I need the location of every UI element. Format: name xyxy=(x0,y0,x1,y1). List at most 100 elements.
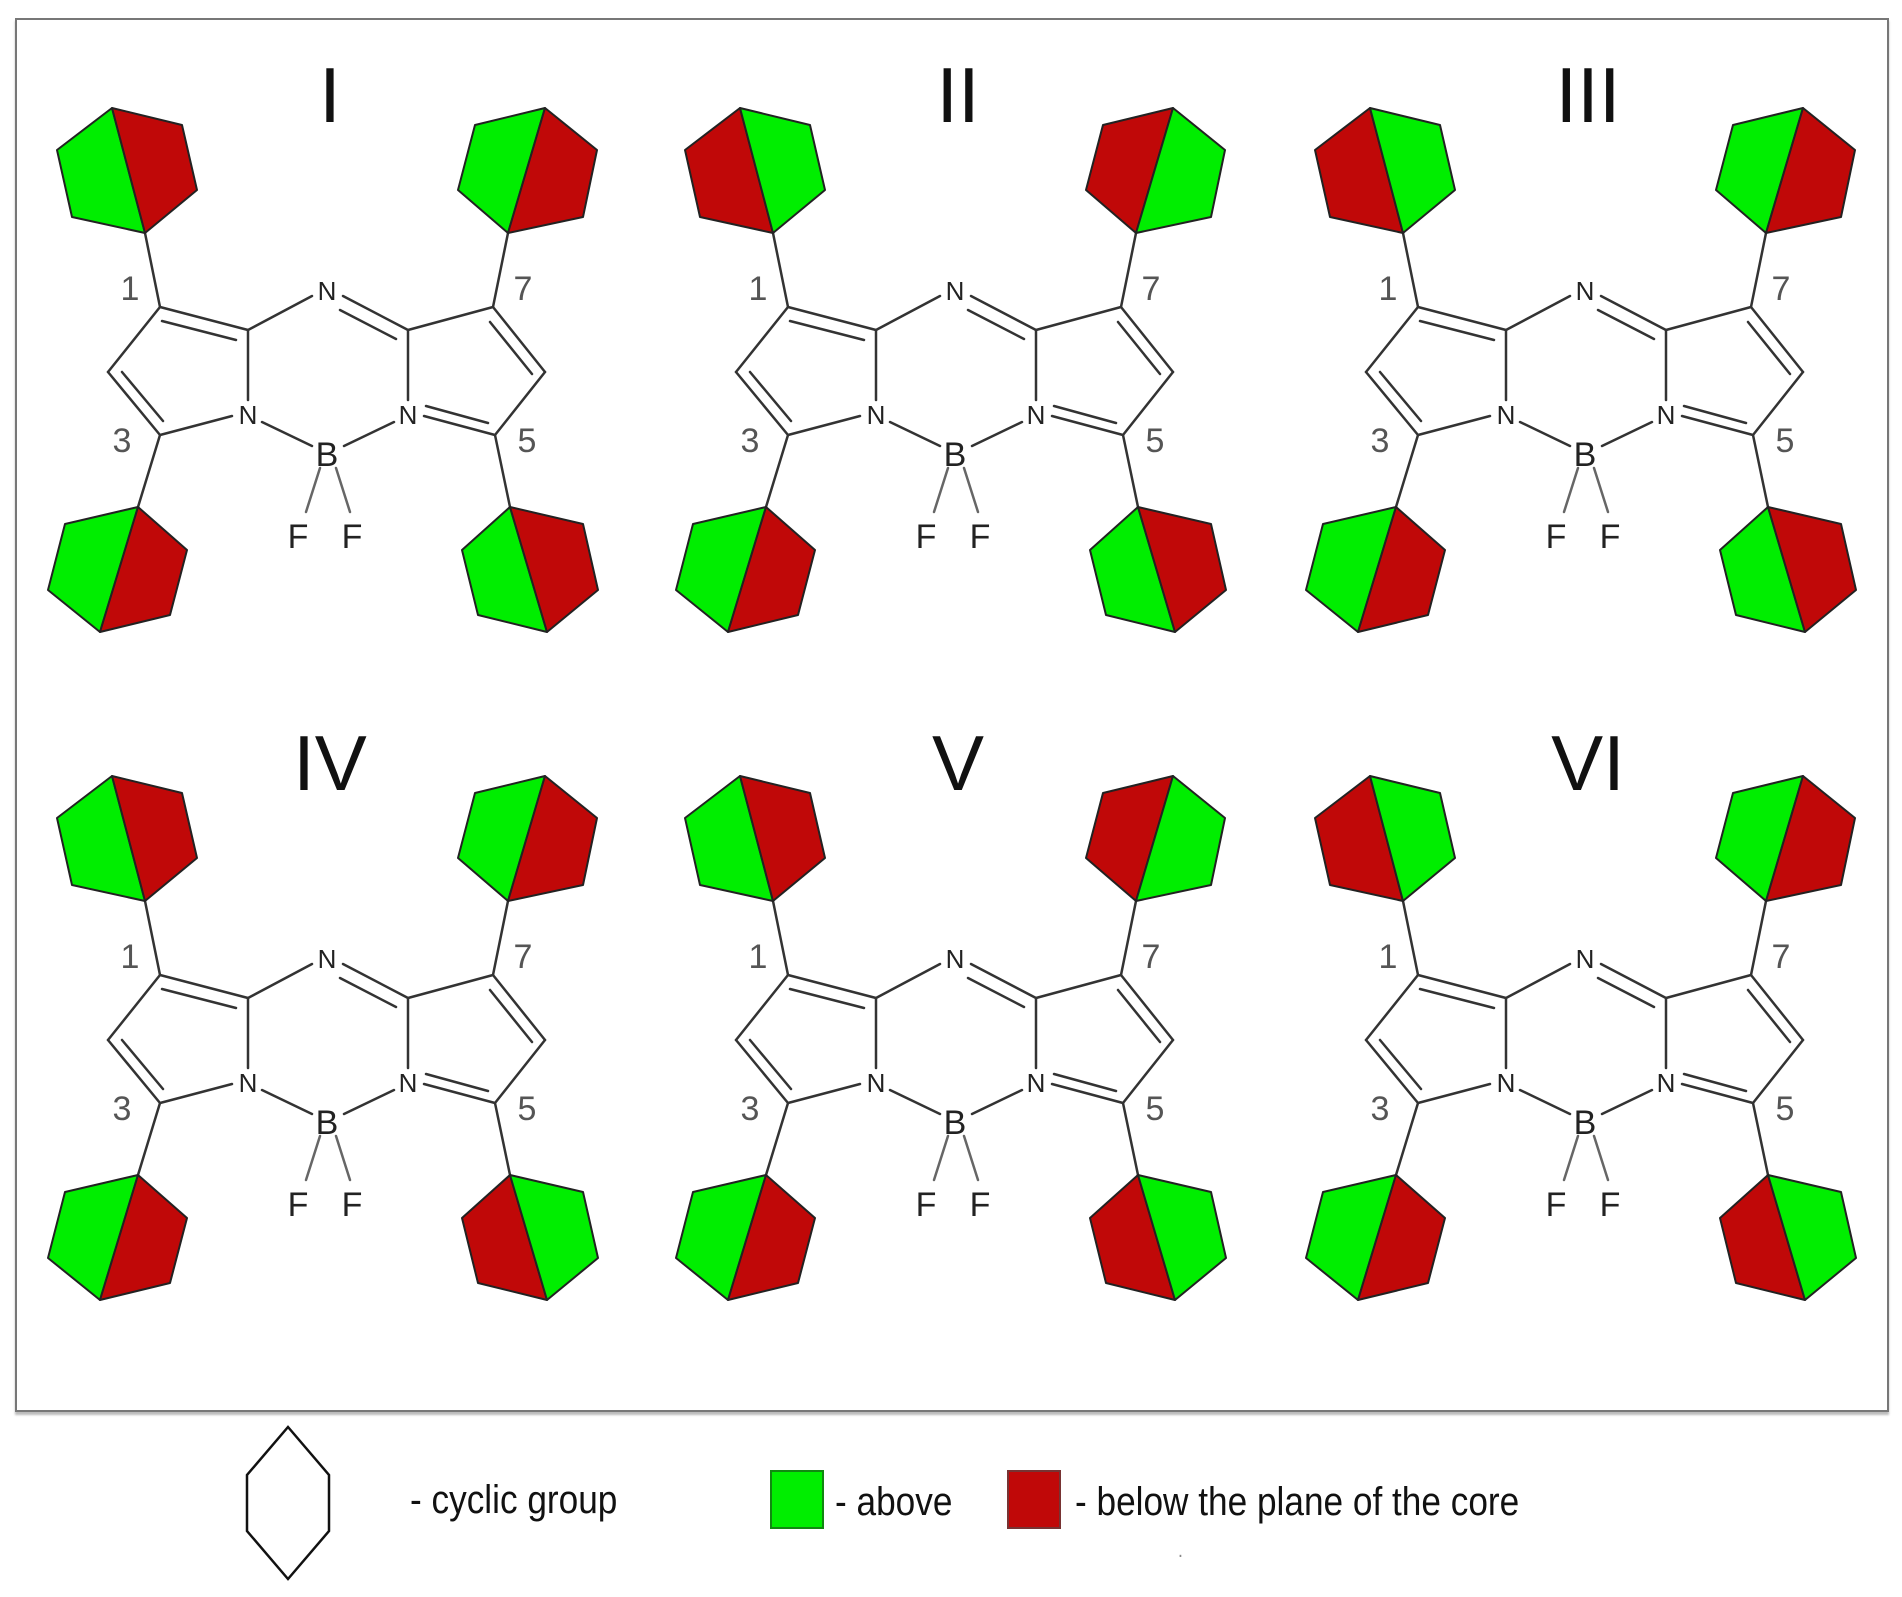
atom-label: N xyxy=(318,276,337,306)
atom-label: N xyxy=(1576,944,1595,974)
atom-label: N xyxy=(399,400,418,430)
legend-above-label: - above xyxy=(835,1480,953,1524)
panel-title: I xyxy=(319,51,341,139)
cyclic-group-pos7 xyxy=(1085,107,1226,234)
atom-label: F xyxy=(1546,518,1567,556)
atom-label: N xyxy=(1027,1068,1046,1098)
hexagon-icon xyxy=(245,1425,331,1581)
cyclic-group-pos5 xyxy=(461,506,599,633)
atom-label: 5 xyxy=(1146,422,1165,460)
stray-dot: . xyxy=(1178,1540,1183,1562)
cyclic-group-pos1 xyxy=(56,775,198,902)
atom-label: 1 xyxy=(121,938,140,976)
cyclic-group-pos7 xyxy=(457,775,598,902)
atom-label: 5 xyxy=(1776,1090,1795,1128)
atom-label: N xyxy=(399,1068,418,1098)
atom-label: B xyxy=(1574,436,1597,474)
legend: - cyclic group - above - below the plane… xyxy=(0,1420,1902,1597)
atom-label: 7 xyxy=(514,270,533,308)
above-swatch xyxy=(770,1470,824,1529)
cyclic-group-pos1 xyxy=(1314,107,1456,234)
atom-label: B xyxy=(944,1104,967,1142)
cyclic-group-pos5 xyxy=(1089,506,1227,633)
atom-label: 7 xyxy=(1772,270,1791,308)
panel-title: VI xyxy=(1551,719,1625,807)
cyclic-group-pos3 xyxy=(675,506,816,633)
atom-label: F xyxy=(288,518,309,556)
atom-label: N xyxy=(946,276,965,306)
cyclic-group-pos7 xyxy=(1715,107,1856,234)
atom-label: 7 xyxy=(514,938,533,976)
atom-label: N xyxy=(239,400,258,430)
atom-label: 7 xyxy=(1772,938,1791,976)
atom-label: F xyxy=(970,518,991,556)
legend-cyclic-group-label: - cyclic group xyxy=(410,1478,618,1522)
atom-label: B xyxy=(944,436,967,474)
atom-label: F xyxy=(342,518,363,556)
atom-label: N xyxy=(1657,400,1676,430)
atom-label: F xyxy=(1600,1186,1621,1224)
cyclic-group-pos5 xyxy=(1089,1174,1227,1301)
atom-label: B xyxy=(316,1104,339,1142)
atom-label: F xyxy=(342,1186,363,1224)
atom-label: N xyxy=(867,400,886,430)
atom-label: B xyxy=(316,436,339,474)
cyclic-group-pos3 xyxy=(675,1174,816,1301)
atom-label: 1 xyxy=(1379,938,1398,976)
cyclic-group-pos5 xyxy=(1719,506,1857,633)
cyclic-group-pos7 xyxy=(457,107,598,234)
panel-title: V xyxy=(932,719,984,807)
cyclic-group-pos7 xyxy=(1085,775,1226,902)
legend-below-label: - below the plane of the core xyxy=(1075,1480,1520,1524)
cyclic-group-pos1 xyxy=(56,107,198,234)
cyclic-group-pos3 xyxy=(47,506,188,633)
cyclic-group-pos1 xyxy=(1314,775,1456,902)
below-swatch xyxy=(1007,1470,1061,1529)
atom-label: 1 xyxy=(749,938,768,976)
atom-label: 3 xyxy=(741,1090,760,1128)
cyclic-group-pos1 xyxy=(684,775,826,902)
atom-label: 5 xyxy=(518,422,537,460)
atom-label: 7 xyxy=(1142,938,1161,976)
cyclic-group-pos3 xyxy=(1305,1174,1446,1301)
cyclic-group-pos3 xyxy=(47,1174,188,1301)
atom-label: 1 xyxy=(749,270,768,308)
panel-title: IV xyxy=(293,719,367,807)
atom-label: N xyxy=(1576,276,1595,306)
atom-label: N xyxy=(239,1068,258,1098)
cyclic-group-pos7 xyxy=(1715,775,1856,902)
panel-title: III xyxy=(1555,51,1620,139)
atom-label: F xyxy=(970,1186,991,1224)
figure-frame xyxy=(15,18,1889,1412)
cyclic-group-pos3 xyxy=(1305,506,1446,633)
atom-label: 1 xyxy=(121,270,140,308)
atom-label: N xyxy=(1497,1068,1516,1098)
atom-label: N xyxy=(1497,400,1516,430)
atom-label: N xyxy=(946,944,965,974)
atom-label: F xyxy=(1600,518,1621,556)
atom-label: F xyxy=(288,1186,309,1224)
atom-label: 5 xyxy=(518,1090,537,1128)
atom-label: 5 xyxy=(1776,422,1795,460)
atom-label: F xyxy=(916,1186,937,1224)
cyclic-group-pos5 xyxy=(461,1174,599,1301)
atom-label: 5 xyxy=(1146,1090,1165,1128)
atom-label: 3 xyxy=(1371,1090,1390,1128)
atom-label: N xyxy=(318,944,337,974)
atom-label: N xyxy=(1027,400,1046,430)
panel-title: II xyxy=(936,51,979,139)
cyclic-group-pos1 xyxy=(684,107,826,234)
atom-label: B xyxy=(1574,1104,1597,1142)
atom-label: 3 xyxy=(741,422,760,460)
atom-label: F xyxy=(916,518,937,556)
atom-label: 3 xyxy=(113,1090,132,1128)
atom-label: 1 xyxy=(1379,270,1398,308)
atom-label: 7 xyxy=(1142,270,1161,308)
